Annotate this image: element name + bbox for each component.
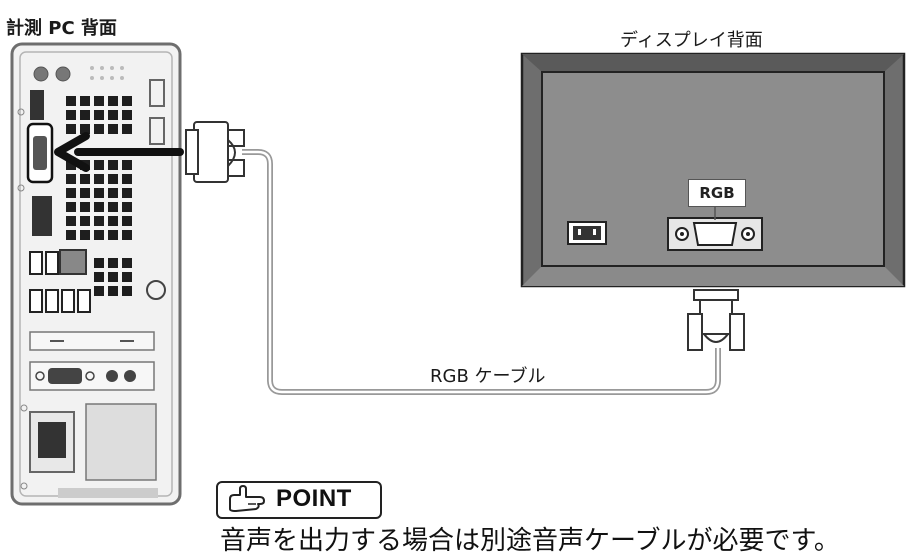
point-badge: POINT [216,481,382,519]
pc-side-vga-connector [185,121,245,183]
point-note: 音声を出力する場合は別途音声ケーブルが必要です。 [220,526,840,556]
display-title: ディスプレイ背面 [620,30,763,51]
cable-label: RGB ケーブル [430,366,546,387]
arrow-to-pc [54,132,184,172]
point-title: POINT [276,485,352,512]
pointing-hand-icon [229,485,265,512]
pc-tower [10,42,182,506]
display-side-vga-connector [687,289,745,351]
rgb-port-label: RGB [688,179,746,207]
pc-title: 計測 PC 背面 [6,18,117,39]
display-back [520,52,906,288]
